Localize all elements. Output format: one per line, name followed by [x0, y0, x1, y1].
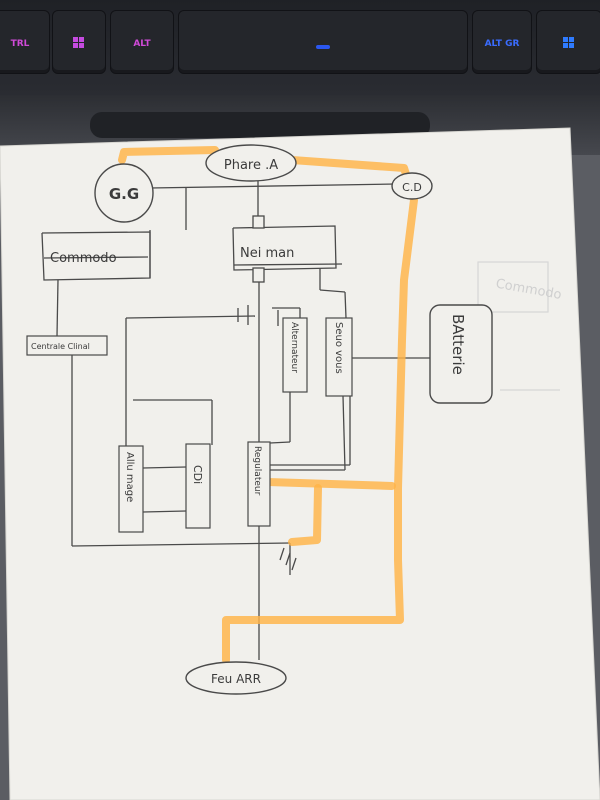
node-feu-arr: Feu ARR [185, 661, 287, 695]
label-phare: Phare .A [224, 158, 278, 173]
pencil-wires [41, 170, 432, 660]
label-centrale: Centrale Clinal [31, 342, 90, 351]
key-label: ALT GR [484, 39, 520, 49]
label-regulateur: Regulateur [252, 446, 262, 496]
key-ctrl: TRL [0, 10, 50, 74]
label-alternateur: Alternateur [289, 322, 299, 373]
label-seuo-vous: Seuo vous [333, 322, 344, 374]
key-windows-right [536, 10, 600, 74]
node-alternateur: Alternateur [282, 317, 308, 393]
label-allumage: Allu mage [124, 452, 135, 502]
label-gg: G.G [109, 185, 139, 203]
key-label: TRL [10, 39, 30, 49]
label-cdi: CDi [191, 465, 204, 484]
key-label: ALT [133, 39, 151, 49]
windows-logo-icon [563, 37, 574, 48]
key-alt: ALT [110, 10, 174, 74]
key-spacebar [178, 10, 468, 74]
node-regulateur: Regulateur [247, 441, 271, 527]
node-allumage: Allu mage [118, 445, 144, 533]
node-centrale: Centrale Clinal [26, 335, 108, 356]
label-neiman: Nei man [240, 246, 294, 261]
label-feu-arr: Feu ARR [211, 672, 261, 686]
label-batterie: BAtterie [449, 314, 467, 375]
node-cdi: CDi [185, 443, 211, 529]
laptop-hinge [90, 112, 430, 138]
label-cd: C.D [402, 181, 422, 194]
paper-sheet [0, 128, 600, 800]
node-cd: C.D [391, 172, 433, 200]
node-seuo-vous: Seuo vous [325, 317, 353, 397]
spacebar-light [316, 45, 330, 49]
node-gg: G.G [94, 163, 154, 223]
node-phare-avant: Phare .A [205, 144, 297, 182]
label-commodo: Commodo [50, 251, 117, 266]
windows-logo-icon [73, 37, 84, 48]
key-altgr: ALT GR [472, 10, 532, 74]
node-batterie: BAtterie [429, 304, 493, 404]
key-windows [52, 10, 106, 74]
